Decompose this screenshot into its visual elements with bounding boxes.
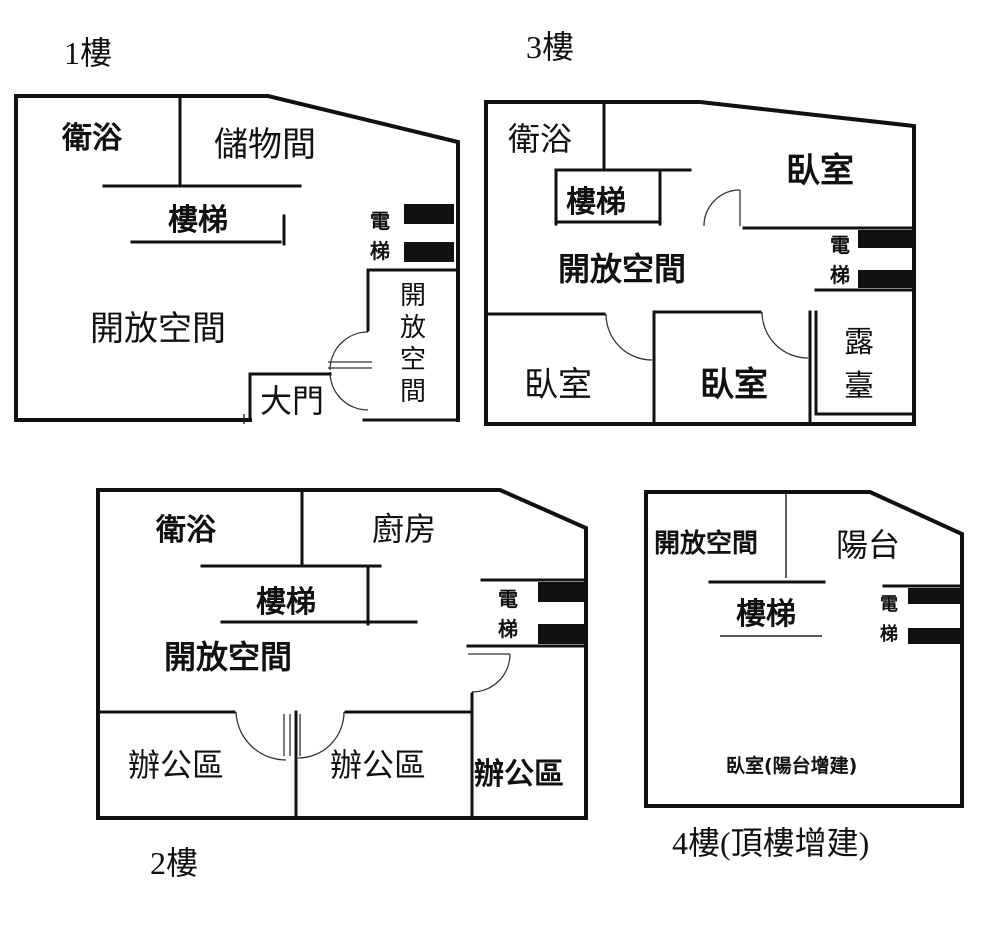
floor-1-stairs-label: 樓梯 [168, 203, 228, 238]
floor-1-side-space-label-2: 放 [400, 313, 426, 343]
floor-2-elevator-label-1: 電 [498, 587, 518, 611]
floor-2-office-a-door-arc [235, 711, 287, 761]
floor-4-balcony-label: 陽台 [836, 526, 900, 564]
floor-2-plan: 2樓 衛浴 廚房 樓梯 電 梯 開放空間 辦公區 辦公區 辦公區 [96, 488, 588, 881]
floor-2-office-c-door-arc [471, 653, 511, 693]
floor-1-elevator-block-top [404, 204, 454, 224]
floor-2-kitchen-label: 廚房 [372, 510, 436, 548]
floor-2-office-b-label: 辦公區 [330, 746, 426, 784]
floor-1-title: 1樓 [64, 35, 112, 71]
floor-3-title: 3樓 [526, 29, 574, 65]
floor-3-mid-bedroom-door-arc [761, 311, 809, 359]
floor-3-bedroom-main-label: 臥室 [786, 151, 854, 191]
floor-1-elevator-label-2: 梯 [370, 239, 390, 263]
floor-4-open-space-label: 開放空間 [654, 528, 758, 559]
floor-3-bedroom-left-label: 臥室 [524, 365, 592, 405]
floor-2-stairs-label: 樓梯 [256, 585, 316, 620]
floor-3-outer-wall-top [484, 100, 916, 426]
floor-3-elevator-block-bottom [858, 270, 912, 288]
floor-1-side-space-label-3: 空 [400, 345, 426, 375]
floor-2-bathroom-label: 衛浴 [155, 513, 217, 548]
floor-1-door-arc-lower [329, 371, 369, 411]
floor-3-bedroom-door-arc [703, 189, 741, 227]
floor-3-terrace-label-1: 露 [844, 325, 874, 360]
floor-3-terrace-label-2: 臺 [844, 369, 874, 404]
floor-2-office-a-label: 辦公區 [128, 746, 224, 784]
floor-4-elevator-label-2: 梯 [880, 623, 898, 645]
floor-3-open-space-label: 開放空間 [558, 250, 686, 288]
floor-1-elevator-label-1: 電 [370, 209, 390, 233]
floor-2-office-c-label: 辦公區 [474, 757, 564, 792]
floor-3-elevator-block-top [858, 230, 912, 248]
floor-1-door-arc-upper [329, 331, 369, 371]
floor-1-elevator-block-bottom [404, 242, 454, 262]
floor-1-side-space-label-4: 間 [400, 377, 426, 407]
floor-3-bathroom-label: 衛浴 [508, 120, 572, 158]
floor-2-elevator-block-top [538, 582, 584, 602]
floor-1-outer-wall-top [14, 94, 460, 422]
floor-2-elevator-label-2: 梯 [498, 617, 518, 641]
floor-4-elevator-block-top [908, 588, 960, 604]
floor-2-office-b-door-arc [297, 711, 345, 759]
floor-1-plan: 1樓 衛浴 儲物間 樓梯 電 梯 開放空間 開 放 空 間 大 [14, 35, 460, 424]
floor-4-title: 4樓(頂樓增建) [672, 825, 869, 861]
floor-3-stairs-label: 樓梯 [566, 185, 626, 220]
floor-4-elevator-label-1: 電 [880, 594, 898, 615]
floor-2-open-space-label: 開放空間 [164, 638, 292, 676]
floor-1-storage-label: 儲物間 [214, 125, 316, 165]
floor-3-bedroom-mid-label: 臥室 [700, 365, 768, 405]
floor-4-bedroom-label: 臥室(陽台增建) [726, 754, 857, 777]
floor-3-left-bedroom-door-arc [605, 313, 653, 361]
floor-2-elevator-block-bottom [538, 624, 584, 644]
floor-2-title: 2樓 [150, 845, 198, 881]
floor-1-side-space-label-1: 開 [400, 281, 426, 311]
floor-3-elevator-label-1: 電 [830, 233, 850, 257]
floor-4-elevator-block-bottom [908, 628, 960, 644]
floor-2-outer-wall-top [96, 488, 588, 820]
floor-1-main-door-label: 大門 [260, 382, 324, 420]
floor-3-elevator-label-2: 梯 [830, 263, 850, 287]
floor-1-bathroom-label: 衛浴 [61, 121, 123, 156]
floor-4-outer-wall-top [644, 490, 964, 808]
floor-3-plan: 3樓 衛浴 樓梯 臥室 電 梯 開放空間 臥室 臥室 露 [484, 29, 916, 426]
floor-4-plan: 4樓(頂樓增建) 開放空間 陽台 樓梯 電 梯 臥室(陽台增建) [644, 490, 964, 861]
floor-4-stairs-label: 樓梯 [736, 597, 796, 632]
floor-1-open-space-label: 開放空間 [90, 309, 226, 349]
